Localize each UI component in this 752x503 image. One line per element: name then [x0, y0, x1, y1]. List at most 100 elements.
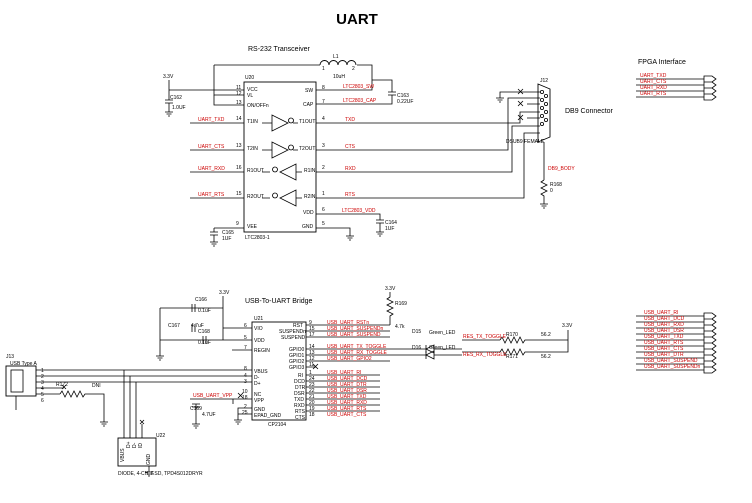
u21-pnum-epad: 25 — [242, 410, 248, 416]
rs232-section-label: RS-232 Transceiver — [248, 46, 311, 53]
rs232-vcc-wire — [168, 65, 244, 100]
u21-gnd-wire — [234, 407, 252, 425]
cap-net-wire — [316, 95, 393, 105]
u21-pin-rts: RTS — [295, 409, 306, 415]
d15-ref: D15 — [412, 329, 421, 335]
net-usb-rx-toggle: USB_UART_RX_TOGGLE — [327, 350, 388, 356]
db9-pins — [540, 90, 549, 127]
u20-left-pins: VCC VL ON/OFFn T1IN T2IN R1OUT R2OUT VEE… — [236, 85, 269, 230]
c169-cap — [192, 403, 200, 429]
u21-pin-dp: D+ — [254, 381, 261, 387]
right-net-txd: USB_UART_TXD — [644, 334, 684, 340]
u21-pin-vbus: VBUS — [254, 369, 268, 375]
net-res-rx-toggle: RES_RX_TOGGLE — [463, 352, 507, 358]
rs232-in-uart-txd: UART_TXD — [198, 117, 225, 123]
right-net-ri: USB_UART_RI — [644, 310, 678, 316]
u21-pin-gpio3: GPIO3 — [289, 365, 305, 371]
d16-led — [425, 350, 462, 360]
u21-pnum-gpio1: 13 — [309, 350, 315, 356]
driver-2-triangle — [262, 141, 298, 159]
u20-pin-r1in: R1IN — [304, 168, 316, 174]
u21-pnum-rts: 19 — [309, 406, 315, 412]
c162-ref: C162 — [170, 95, 182, 101]
fpga-interface-label: FPGA Interface — [638, 59, 686, 66]
u21-pnum-dcd: 24 — [309, 376, 315, 382]
u20-pnum-vcc: 11 — [236, 85, 241, 91]
u21-pnum-txd: 21 — [309, 394, 315, 400]
l1-inductor — [319, 60, 357, 66]
u22-pin-labels: VBUS D+ D- ID GND — [120, 441, 152, 465]
u20-pin-vl: VL — [247, 93, 253, 99]
led-resistor-wires — [462, 330, 569, 353]
u22-id-nc — [139, 419, 145, 425]
j13-pin5: 5 — [41, 392, 44, 398]
r171-ref: R171 — [506, 354, 518, 360]
u21-pnum-suspend: 17 — [309, 332, 315, 338]
net-usb-rstn: USB_UART_RSTn — [327, 320, 369, 326]
u21-pin-epad: EPAD_GND — [254, 413, 282, 419]
rs232-in-uart-rts: UART_RTS — [198, 192, 225, 198]
rs232-out-rxd: RXD — [345, 166, 356, 172]
u21-pin-dtr: DTR — [295, 385, 306, 391]
right-net-dcd: USB_UART_DCD — [644, 316, 685, 322]
gpio3-nc-mark — [312, 363, 319, 370]
u20-pnum-vl: 12 — [236, 91, 242, 97]
u21-right-pnums: 9 15 17 14 13 12 11 1 24 23 22 21 20 19 … — [309, 320, 315, 418]
r172-val: DNI — [92, 383, 101, 389]
u20-pin-onoff: ON/OFFn — [247, 103, 269, 109]
net-ltc-cap: LTC2803_CAP — [343, 98, 377, 104]
u21-pin-vdd: VDD — [254, 338, 265, 344]
r169-ref: R169 — [395, 301, 407, 307]
net-usb-gpio2: USB_UART_GPIO2 — [327, 356, 372, 362]
u21-pin-dcd: DCD — [294, 379, 305, 385]
c168-ref: C168 — [198, 329, 210, 335]
r171-resistor — [499, 348, 530, 356]
u21-pnum-suspendn: 15 — [309, 326, 315, 332]
j13-pin6: 6 — [41, 398, 44, 404]
r169-rail-label: 3.3V — [385, 286, 396, 292]
j13-pin4: 4 — [41, 386, 44, 392]
fpga-net-uart-rxd: UART_RXD — [640, 85, 667, 91]
r168-ref: R168 — [550, 182, 562, 188]
c167-val: 4.7uF — [191, 323, 204, 329]
c168-cap — [202, 336, 207, 344]
net-usb-ri: USB_UART_RI — [327, 370, 361, 376]
net-ltc-vdd: LTC2803_VDD — [342, 208, 376, 214]
c166-ref: C166 — [195, 297, 207, 303]
j13-pin1: 1 — [41, 368, 44, 374]
c165-cap — [210, 231, 218, 247]
c163-val: 0.22UF — [397, 99, 413, 105]
right-net-cts: USB_UART_CTS — [644, 346, 684, 352]
u20-pin-vdd: VDD — [303, 210, 314, 216]
rs232-onoff-wire — [213, 95, 244, 106]
u20-pnum-r1in: 2 — [322, 165, 325, 171]
u22-esd-body — [117, 437, 157, 467]
u20-ref: U20 — [245, 75, 254, 81]
rs232-out-txd: TXD — [345, 117, 355, 123]
rs232-in-uart-rxd: UART_RXD — [198, 166, 225, 172]
fpga-net-list: UART_TXD UART_CTS UART_RXD UART_RTS — [636, 73, 717, 101]
u20-pin-r2in: R2IN — [304, 194, 316, 200]
right-net-rts: USB_UART_RTS — [644, 340, 684, 346]
u22-pin-vbus: VBUS — [120, 448, 126, 462]
db9-part: DSUB9 FEMALE — [506, 139, 545, 145]
net-usb-suspend: USB_UART_SUSPEND — [327, 332, 381, 338]
r168-val: 0 — [550, 188, 553, 194]
u22-ref: U22 — [156, 433, 165, 439]
u21-pin-ri: RI — [298, 373, 303, 379]
l1-ref: L1 — [333, 54, 339, 60]
right-net-dtr: USB_UART_DTR — [644, 352, 684, 358]
u20-pin-cap: CAP — [303, 102, 314, 108]
u21-pnum-gpio3: 11 — [309, 362, 314, 368]
c163-cap — [372, 79, 396, 96]
u20-pnum-vee: 9 — [236, 221, 239, 227]
u22-pin-dm: D- — [132, 442, 138, 448]
u20-pnum-r2in: 1 — [322, 191, 325, 197]
d16-val: Green_LED — [429, 345, 456, 351]
u20-pin-r1out: R1OUT — [247, 168, 264, 174]
r169-resistor — [386, 292, 394, 325]
j13-ref: J13 — [6, 354, 14, 360]
j13-usb-conn — [5, 365, 37, 397]
u21-pnum-regin: 7 — [244, 345, 247, 351]
